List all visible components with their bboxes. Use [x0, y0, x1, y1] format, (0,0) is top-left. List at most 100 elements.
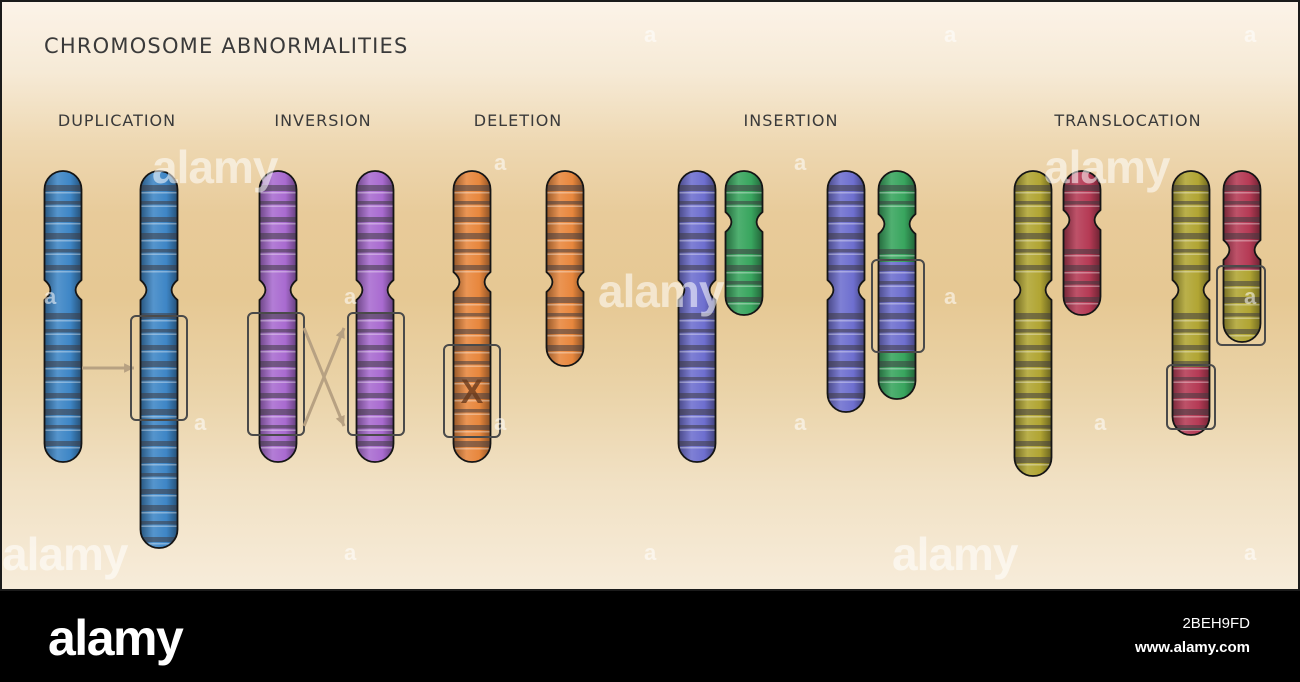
chromosome-band: [259, 361, 297, 367]
label-deletion: DELETION: [473, 111, 563, 130]
chromosome-band: [878, 329, 916, 333]
chromosome-band: [1223, 185, 1261, 191]
chromosome-band-highlight: [546, 304, 584, 306]
chromosome-band: [453, 345, 491, 351]
chromosome-band: [1172, 201, 1210, 205]
chromosome-band-highlight: [827, 253, 865, 255]
chromosome-band-highlight: [678, 333, 716, 335]
chromosome-insertion-recipient: [677, 170, 717, 463]
chromosome-deletion-result: [545, 170, 585, 367]
chromosome-band-highlight: [1223, 317, 1261, 319]
chromosome-band-highlight: [1223, 223, 1261, 225]
chromosome-band-highlight: [1063, 205, 1101, 207]
chromosome-band: [259, 393, 297, 398]
chromosome-outline: [355, 170, 395, 463]
chromosome-band: [878, 185, 916, 191]
chromosome-band-highlight: [44, 333, 82, 335]
chromosome-band-highlight: [1223, 192, 1261, 194]
inversion-box-left: [247, 312, 305, 436]
chromosome-band: [140, 457, 178, 463]
chromosome-band-highlight: [453, 240, 491, 242]
chromosome-band: [453, 217, 491, 222]
chromosome-band-highlight: [140, 223, 178, 225]
chromosome-band-highlight: [44, 447, 82, 449]
chromosome-band: [1223, 297, 1261, 303]
chromosome-band-highlight: [259, 240, 297, 242]
chromosome-band: [1063, 281, 1101, 285]
chromosome-band-highlight: [827, 320, 865, 322]
chromosome-band-highlight: [356, 192, 394, 194]
chromosome-outline: [545, 170, 585, 367]
chromosome-band: [1172, 185, 1210, 191]
chromosome-band-highlight: [1172, 429, 1210, 431]
chromosome-band-highlight: [44, 320, 82, 322]
chromosome-band-highlight: [827, 399, 865, 401]
chromosome-band-highlight: [259, 447, 297, 449]
chromosome-band: [1063, 201, 1101, 205]
chromosome-band-highlight: [678, 240, 716, 242]
chromosome-band-highlight: [678, 192, 716, 194]
label-inversion: INVERSION: [274, 111, 372, 130]
chromosome-outline: [452, 170, 492, 463]
chromosome-band-highlight: [44, 351, 82, 353]
chromosome-band: [259, 345, 297, 350]
chromosome-band: [1014, 201, 1052, 205]
chromosome-band: [140, 409, 178, 415]
chromosome-band: [44, 409, 82, 415]
chromosome-band: [546, 217, 584, 222]
chromosome-diagram: X: [43, 170, 1266, 549]
chromosome-band: [44, 313, 82, 319]
chromosome-band: [259, 441, 297, 446]
label-translocation: TRANSLOCATION: [1054, 111, 1202, 130]
chromosome-band-highlight: [1014, 429, 1052, 431]
chromosome-band-highlight: [678, 223, 716, 225]
chromosome-band: [1172, 329, 1210, 333]
chromosome-band: [453, 329, 491, 334]
chromosome-band-highlight: [140, 399, 178, 401]
deletion-mark: X: [461, 373, 484, 411]
chromosome-band-highlight: [356, 223, 394, 225]
chromosome-band: [453, 441, 491, 447]
chromosome-band-highlight: [259, 333, 297, 335]
chromosome-band-highlight: [1223, 269, 1261, 271]
chromosome-band-highlight: [356, 333, 394, 335]
chromosome-band-highlight: [1063, 272, 1101, 274]
chromosome-band: [827, 217, 865, 222]
chromosome-band: [1172, 425, 1210, 429]
chromosome-band-highlight: [356, 351, 394, 353]
chromosome-band-highlight: [1014, 320, 1052, 322]
chromosome-band: [259, 409, 297, 415]
chromosome-band-highlight: [259, 205, 297, 207]
chromosome-band-highlight: [453, 271, 491, 273]
chromosome-band: [140, 201, 178, 205]
chromosome-band-highlight: [725, 205, 763, 207]
chromosome-band: [678, 313, 716, 319]
chromosome-band: [140, 361, 178, 367]
chromosome-band: [546, 345, 584, 351]
chromosome-band-highlight: [678, 351, 716, 353]
chromosome-band-highlight: [44, 205, 82, 207]
chromosome-band: [1223, 201, 1261, 205]
chromosome-band-highlight: [546, 317, 584, 319]
chromosome-band: [356, 265, 394, 270]
chromosome-band-highlight: [259, 223, 297, 225]
chromosome-translocation-crimson-result: [1222, 170, 1262, 343]
chromosome-band: [453, 297, 491, 303]
chromosome-band-highlight: [44, 368, 82, 370]
chromosome-band-highlight: [827, 205, 865, 207]
chromosome-band-highlight: [356, 368, 394, 370]
chromosome-band-highlight: [1014, 333, 1052, 335]
chromosome-band: [140, 521, 178, 525]
chromosome-band-highlight: [546, 352, 584, 354]
chromosome-band-highlight: [356, 320, 394, 322]
chromosome-band-highlight: [678, 416, 716, 418]
chromosome-band-highlight: [878, 381, 916, 383]
chromosome-band: [1014, 377, 1052, 381]
chromosome-band: [1063, 249, 1101, 254]
chromosome-band: [140, 377, 178, 381]
chromosome-band-highlight: [453, 192, 491, 194]
chromosome-band-highlight: [1014, 399, 1052, 401]
chromosome-band: [678, 201, 716, 205]
chromosome-band-highlight: [878, 303, 916, 305]
chromosome-band: [1014, 249, 1052, 253]
